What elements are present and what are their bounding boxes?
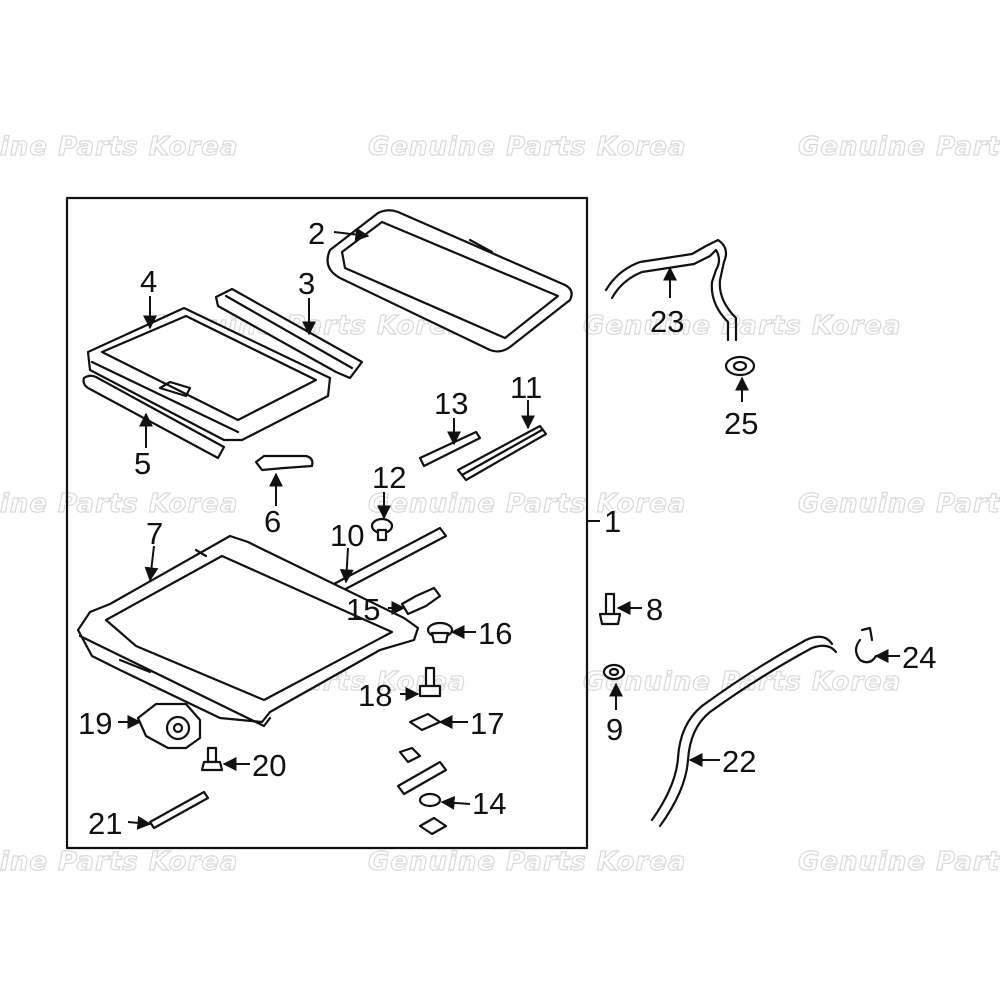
front-weatherstrip (82, 374, 226, 460)
watermark-text: ine Parts Korea (0, 132, 238, 162)
stud-assembly (396, 746, 448, 836)
callout-25: 25 (724, 406, 758, 441)
callout-24: 24 (902, 640, 936, 675)
motor-bolt (200, 746, 224, 772)
callout-17: 17 (470, 706, 504, 741)
callout-1: 1 (604, 504, 621, 539)
callout-22: 22 (722, 744, 756, 779)
callout-18: 18 (358, 678, 392, 713)
bolt-8 (598, 592, 622, 626)
callout-5: 5 (134, 446, 151, 481)
callout-13: 13 (434, 386, 468, 421)
watermark-text: Genuine Parts Korea (368, 132, 686, 162)
watermark-text: Genuine Parts Korea (368, 489, 686, 519)
callout-12: 12 (372, 460, 406, 495)
watermark-text: Genuine Parts Korea (368, 847, 686, 877)
rear-drain-hose (650, 635, 838, 828)
rubber-stopper (426, 621, 454, 644)
callout-11: 11 (510, 370, 542, 405)
guide-bar (418, 430, 482, 468)
watermark-layer: ine Parts Korea Genuine Parts Korea Genu… (0, 131, 1000, 877)
sunroof-frame (76, 534, 420, 728)
cushion-pad (408, 712, 442, 732)
callout-8: 8 (646, 592, 663, 627)
callout-4: 4 (140, 264, 157, 299)
callout-21: 21 (88, 806, 122, 841)
sunshade-panel (86, 306, 332, 442)
callout-7: 7 (146, 516, 163, 551)
wind-deflector (214, 287, 364, 380)
guide-rail (456, 424, 548, 482)
hose-clamp (854, 626, 878, 664)
drain-bracket (254, 454, 314, 472)
watermark-text: Genuine Parts Korea (798, 132, 1000, 162)
retaining-clip (370, 517, 394, 542)
frame-bolt (418, 666, 442, 698)
callout-23: 23 (650, 304, 684, 339)
glass-panel (326, 209, 573, 353)
callout-3: 3 (298, 266, 315, 301)
callout-2: 2 (308, 216, 325, 251)
assembly-frame-box (65, 196, 589, 850)
callout-16: 16 (478, 616, 512, 651)
watermark-text: ine Parts Korea (0, 847, 238, 877)
callout-labels: 1 2 3 4 5 6 7 8 9 10 11 12 13 14 15 16 1… (78, 216, 936, 841)
callout-9: 9 (606, 712, 623, 747)
watermark-text: Genuine Parts Korea (583, 311, 901, 341)
callout-20: 20 (252, 748, 286, 783)
front-drain-hose (604, 238, 738, 342)
callout-14: 14 (472, 786, 506, 821)
watermark-text: ine Parts Korea (0, 489, 238, 519)
drain-pin (148, 790, 210, 830)
watermark-text: Genuine Parts Korea (798, 489, 1000, 519)
nut-9 (602, 663, 626, 681)
callout-leaders (118, 227, 900, 830)
callout-19: 19 (78, 706, 112, 741)
drain-grommet (724, 355, 756, 377)
sunroof-motor (136, 702, 202, 750)
cable-guide (400, 586, 442, 616)
callout-15: 15 (346, 592, 380, 627)
callout-6: 6 (264, 504, 281, 539)
watermark-text: Genuine Parts Korea (798, 847, 1000, 877)
watermark-text: Genuine Parts Korea (583, 667, 901, 697)
callout-10: 10 (330, 518, 364, 553)
